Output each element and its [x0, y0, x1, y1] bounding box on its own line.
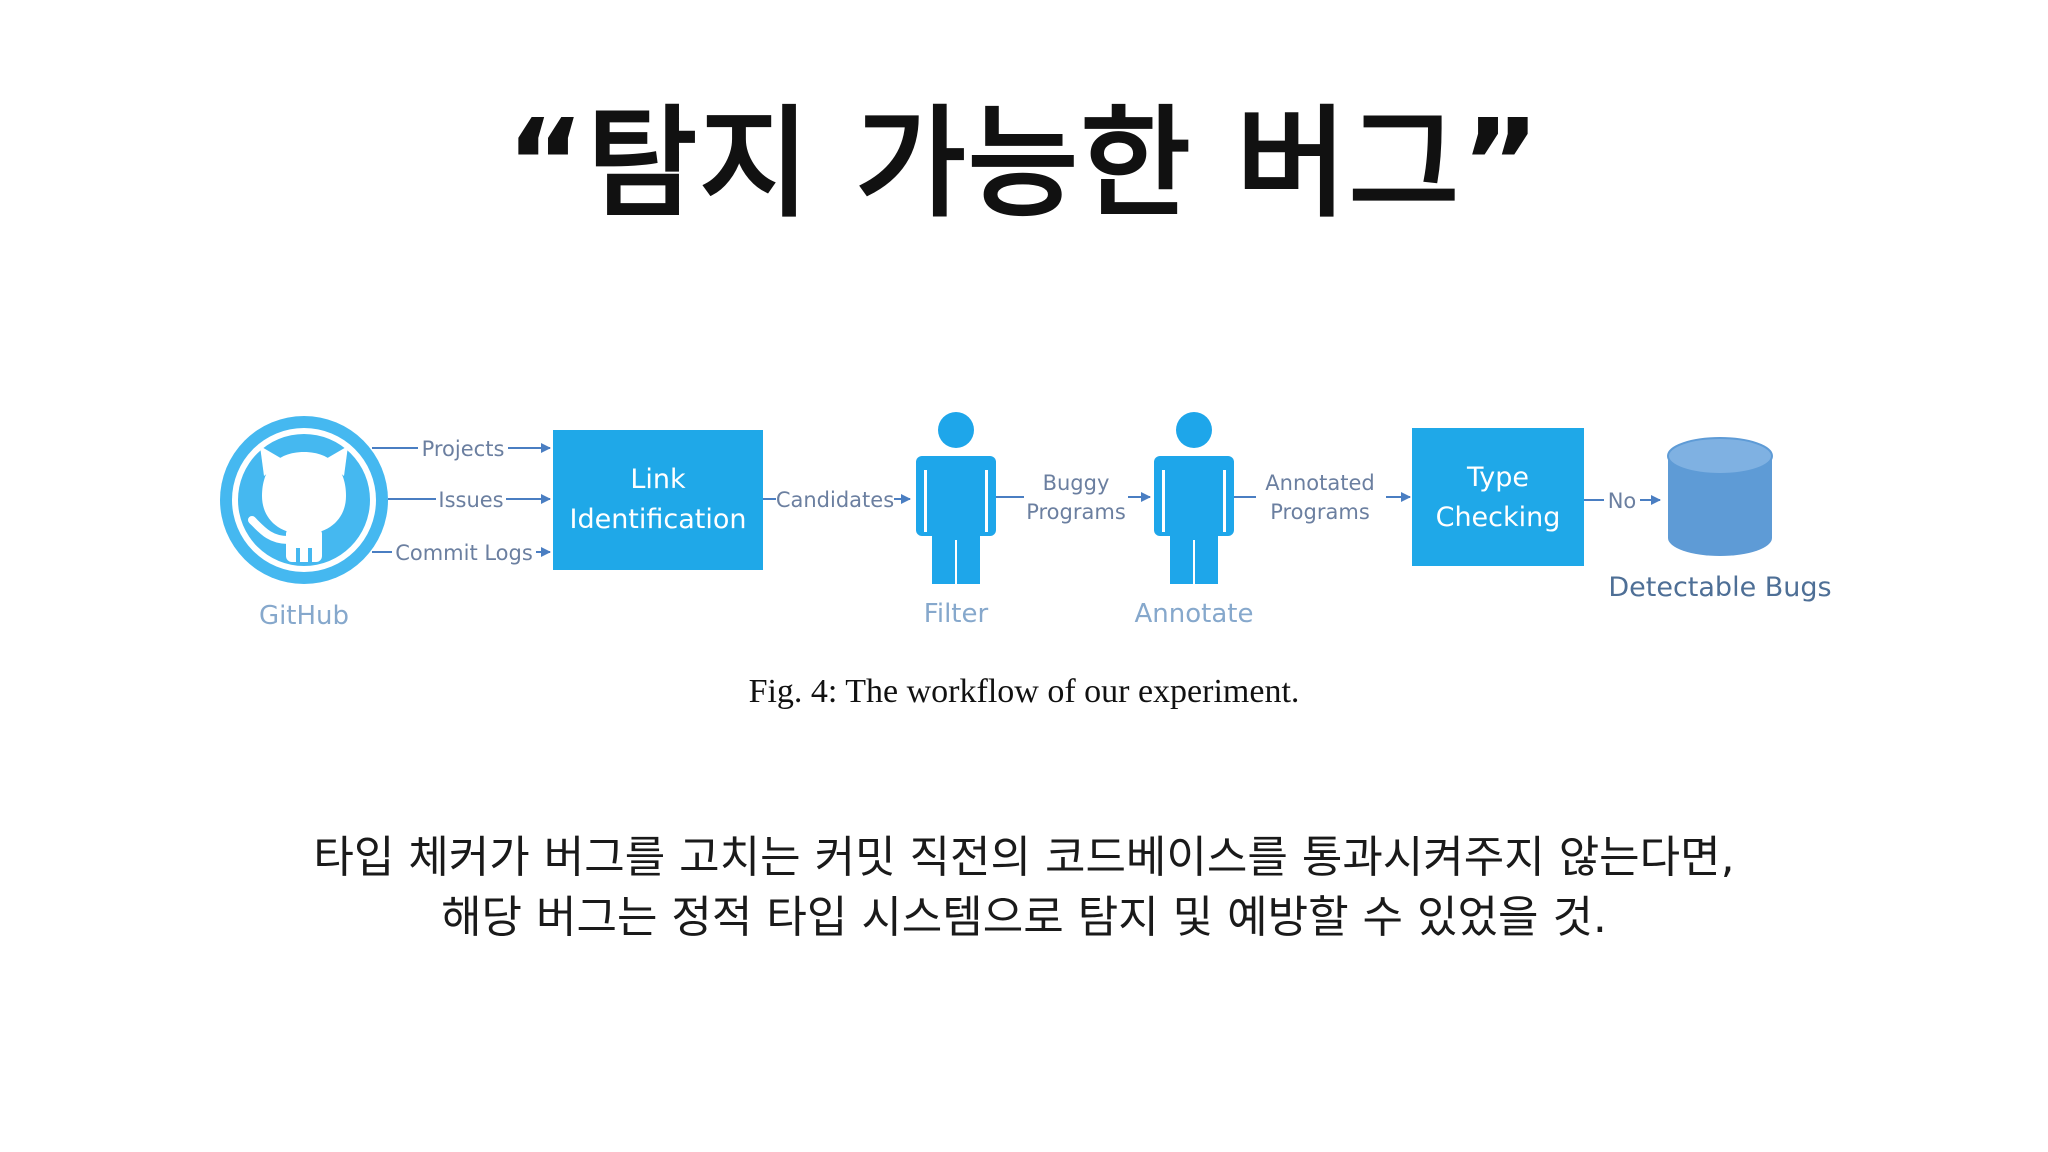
type-checking-box — [1412, 428, 1584, 566]
body-text: 타입 체커가 버그를 고치는 커밋 직전의 코드베이스를 통과시켜주지 않는다면… — [0, 828, 2048, 948]
annotate-label: Annotate — [1135, 599, 1254, 629]
edge-label-projects: Projects — [422, 437, 505, 461]
edge-label-issues: Issues — [438, 488, 503, 512]
figure-caption: Fig. 4: The workflow of our experiment. — [748, 673, 1300, 710]
github-label: GitHub — [259, 601, 349, 631]
filter-person-icon — [916, 412, 996, 584]
detectable-bugs-label: Detectable Bugs — [1608, 572, 1831, 603]
github-octocat-icon — [248, 446, 348, 562]
link-identification-label-line2: Identification — [569, 504, 746, 535]
slide-title: “탐지 가능한 버그” — [505, 95, 1543, 234]
edge-label-buggy-line2: Programs — [1026, 500, 1126, 524]
edge-label-annotated-line2: Programs — [1270, 500, 1370, 524]
edge-label-buggy-line1: Buggy — [1043, 471, 1110, 495]
github-node — [220, 416, 388, 584]
edge-label-annotated-line1: Annotated — [1265, 471, 1374, 495]
edge-label-no: No — [1608, 489, 1637, 513]
type-checking-label-line1: Type — [1466, 462, 1529, 493]
body-line-1: 타입 체커가 버그를 고치는 커밋 직전의 코드베이스를 통과시켜주지 않는다면… — [313, 832, 1735, 883]
filter-label: Filter — [924, 599, 989, 629]
body-line-2: 해당 버그는 정적 타입 시스템으로 탐지 및 예방할 수 있었을 것. — [441, 892, 1607, 943]
workflow-diagram: GitHub Projects Issues Commit Logs Link … — [220, 412, 1832, 631]
type-checking-label-line2: Checking — [1436, 502, 1561, 533]
link-identification-label-line1: Link — [630, 464, 686, 495]
link-identification-box — [553, 430, 763, 570]
database-cylinder-icon — [1667, 437, 1773, 556]
edge-label-candidates: Candidates — [776, 488, 894, 512]
edge-label-commit-logs: Commit Logs — [395, 541, 533, 565]
